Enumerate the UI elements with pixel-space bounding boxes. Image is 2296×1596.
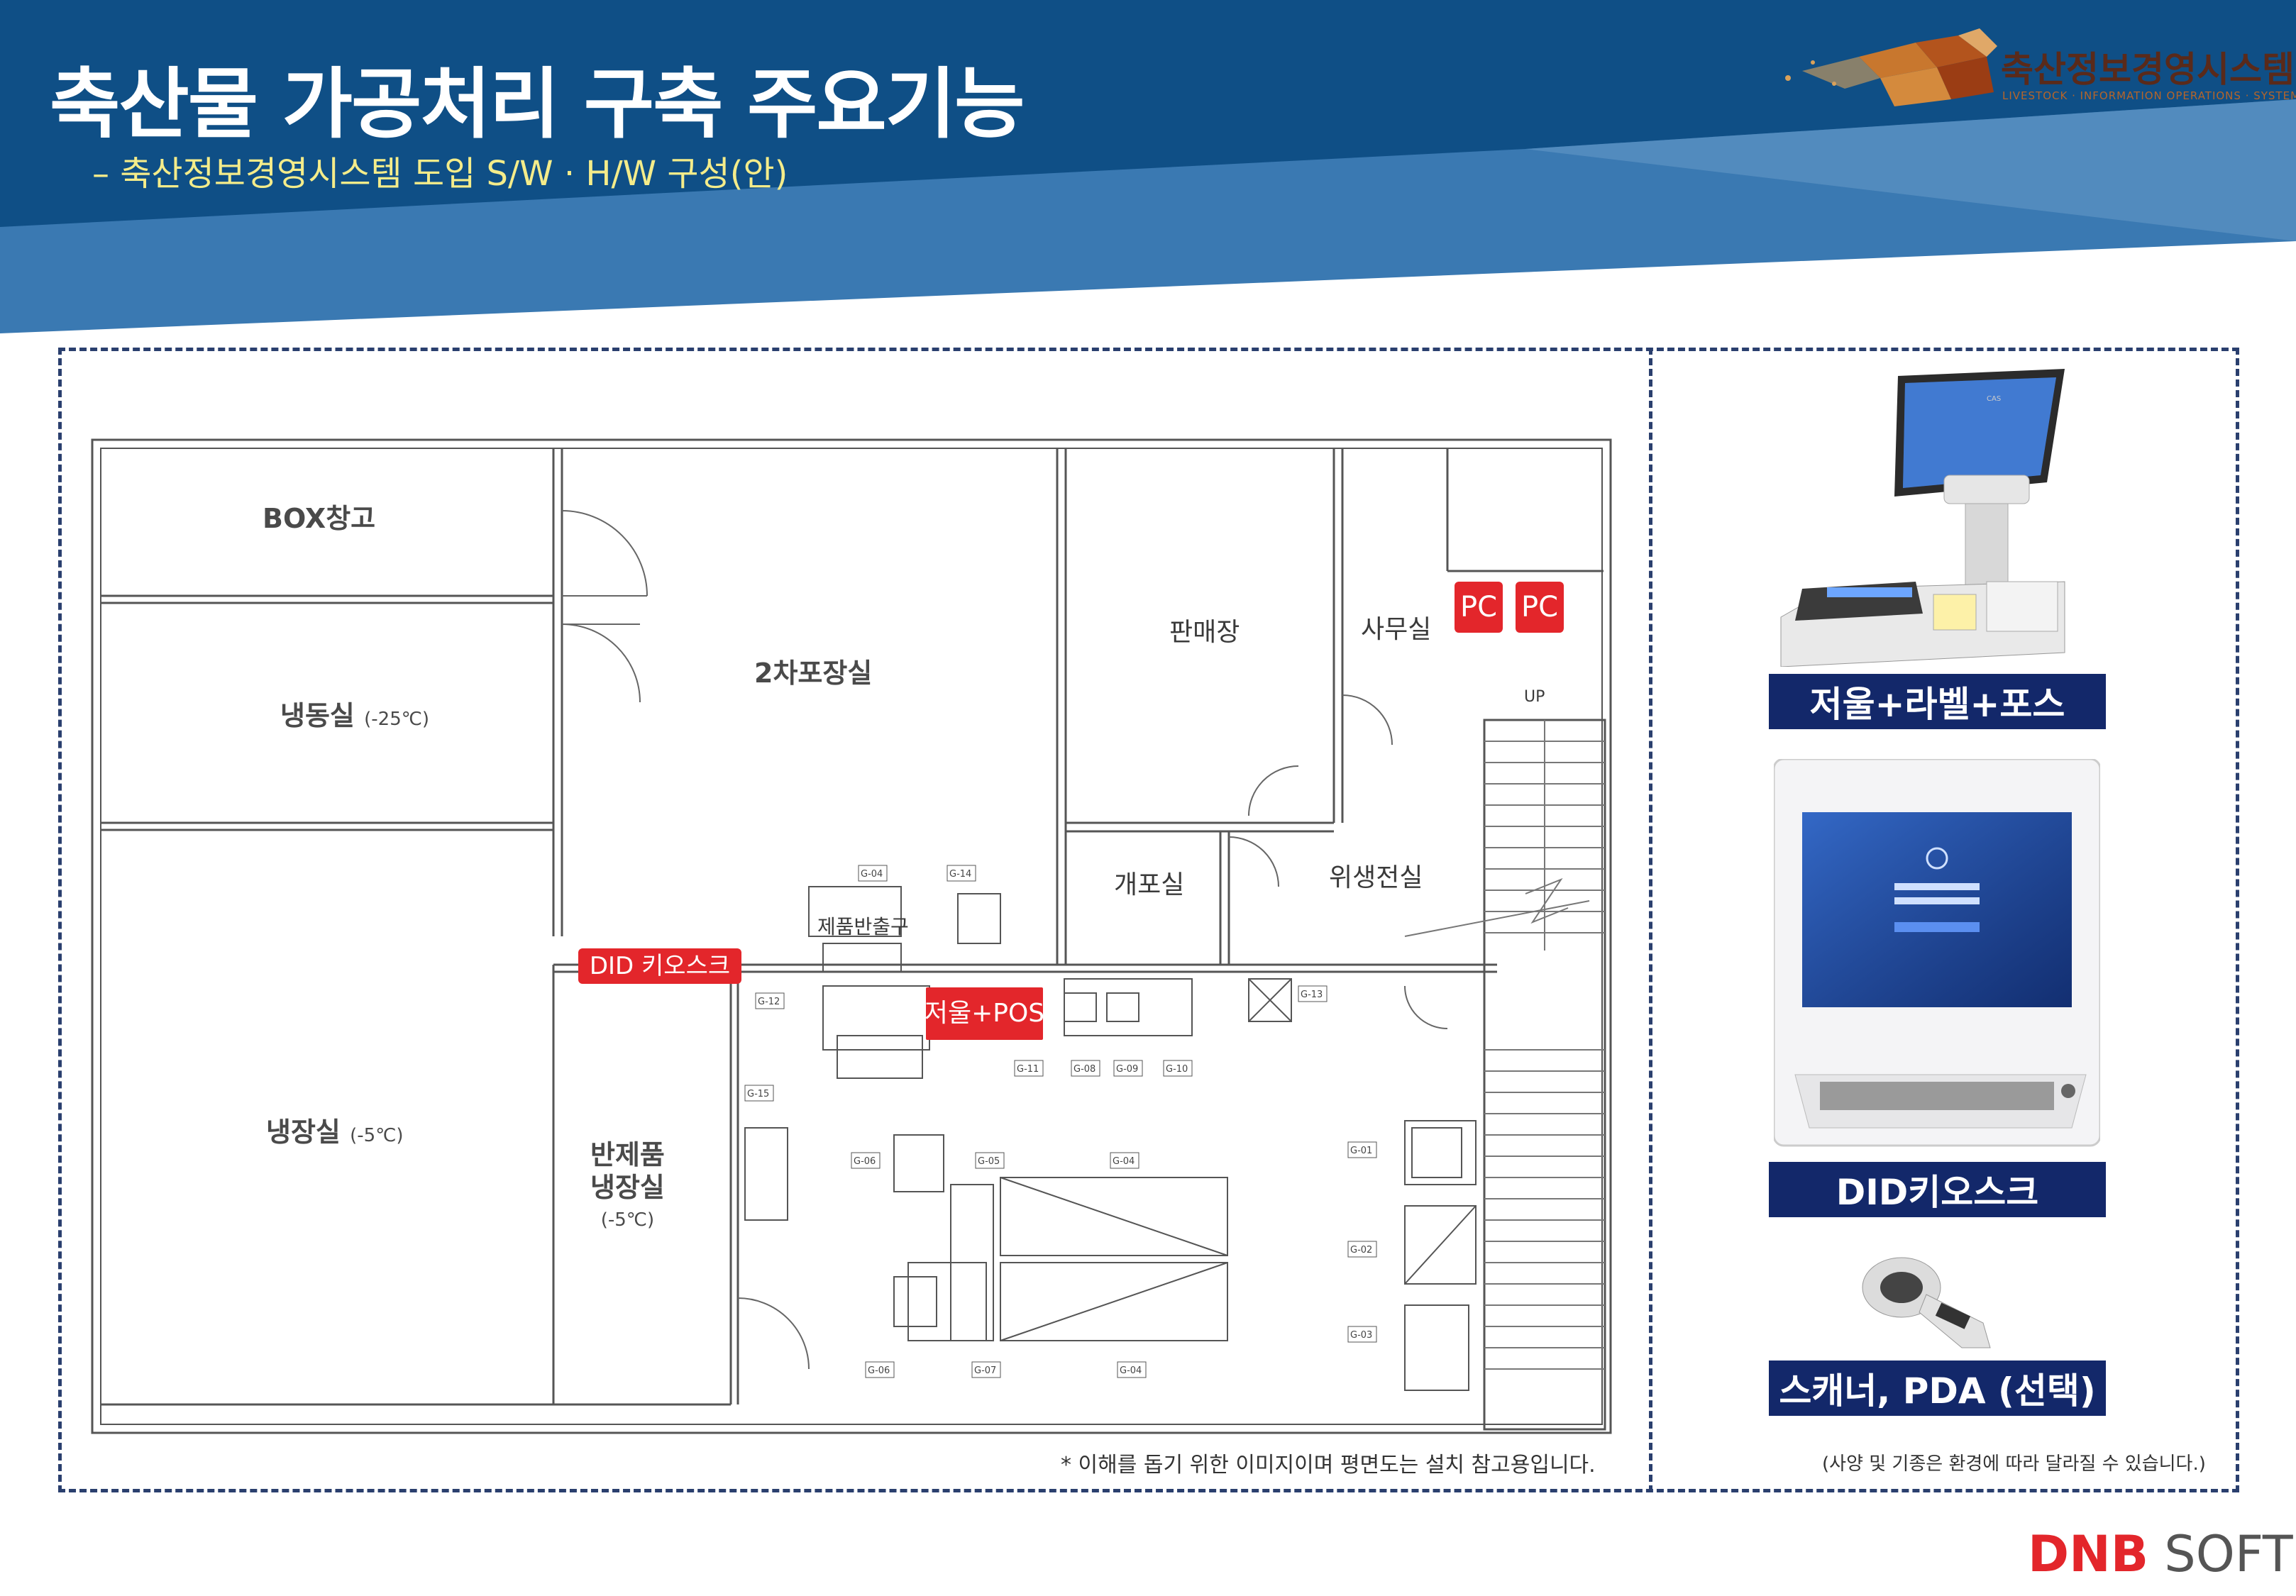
svg-text:G-04: G-04 [861,869,883,880]
room-cold-storage-temp: (-5℃) [350,1125,404,1146]
page-title: 축산물 가공처리 구축 주요기능 [50,60,1025,149]
svg-text:G-05: G-05 [978,1156,1000,1167]
content-frame [58,348,2239,1492]
svg-text:G-14: G-14 [949,869,971,880]
company-logo-light: SOFT [2148,1525,2293,1583]
svg-text:G-04: G-04 [1113,1156,1135,1167]
svg-text:G-10: G-10 [1166,1064,1188,1075]
svg-text:G-12: G-12 [758,997,780,1007]
brand-tagline: LIVESTOCK · INFORMATION OPERATIONS · SYS… [2002,89,2296,102]
room-sales-floor: 판매장 [1169,618,1240,647]
svg-text:G-06: G-06 [854,1156,876,1167]
svg-text:G-04: G-04 [1120,1365,1142,1376]
spec-note: (사양 및 기종은 환경에 따라 달라질 수 있습니다.) [1822,1453,2206,1475]
frame-divider [1649,348,1652,1492]
svg-text:G-03: G-03 [1350,1330,1372,1341]
svg-text:G-07: G-07 [974,1365,996,1376]
room-box-storage: BOX창고 [263,503,376,534]
scale-brand-text: CAS [1987,395,2001,403]
did-kiosk-tag: DID 키오스크 [578,948,741,984]
header-banner [0,0,2296,333]
svg-text:G-06: G-06 [868,1365,890,1376]
room-semi-product-line2: 냉장실 [590,1172,665,1203]
floorplan-note: * 이해를 돕기 위한 이미지이며 평면도는 설치 참고용입니다. [1061,1453,1596,1478]
svg-text:G-01: G-01 [1350,1146,1372,1156]
svg-text:G-13: G-13 [1301,990,1323,1000]
lion-logo-icon [1785,28,1997,106]
room-unpacking: 개포실 [1114,870,1185,899]
scale-pos-label: 저울+라벨+포스 [1769,674,2106,729]
scanner-image [1862,1257,1991,1348]
stairs-up-label: UP [1524,688,1545,706]
company-logo-bold: DNB [2028,1525,2149,1583]
room-cold-storage: 냉장실 (-5℃) [266,1110,404,1149]
company-logo: DNB SOFT [2028,1525,2293,1583]
svg-text:G-15: G-15 [747,1089,769,1099]
did-kiosk-image [1774,759,2100,1147]
room-semi-product-line1: 반제품 [590,1139,665,1170]
svg-text:G-08: G-08 [1074,1064,1095,1075]
scale-pos-image: CAS [1780,369,2065,667]
room-semi-product-temp: (-5℃) [600,1209,655,1231]
svg-text:G-09: G-09 [1116,1064,1138,1075]
room-freezer-name: 냉동실 [280,700,355,731]
room-hygiene: 위생전실 [1329,863,1423,892]
floor-plan: G-04 G-14 G-12 G-11 G-08 G-09 G-10 G-13 … [91,438,1612,1434]
room-cold-storage-name: 냉장실 [266,1116,341,1148]
scanner-pda-label: 스캐너, PDA (선택) [1769,1361,2106,1416]
brand-logo: 축산정보경영시스템 LIVESTOCK · INFORMATION OPERAT… [1774,28,2296,113]
pc-tag-1: PC [1455,582,1503,633]
svg-text:G-02: G-02 [1350,1245,1372,1256]
brand-name: 축산정보경영시스템 [2001,49,2295,90]
did-kiosk-label: DID키오스크 [1769,1162,2106,1217]
room-office: 사무실 [1361,615,1432,644]
scale-pos-tag: 저울+POS [925,987,1044,1040]
room-product-outbound: 제품반출구 [817,915,909,938]
room-freezer-temp: (-25℃) [364,709,430,730]
pc-tag-2: PC [1516,582,1564,633]
room-freezer: 냉동실 (-25℃) [280,694,429,733]
svg-text:G-11: G-11 [1017,1064,1039,1075]
page-subtitle: – 축산정보경영시스템 도입 S/W · H/W 구성(안) [92,154,788,194]
room-semi-product: 반제품 냉장실 (-5℃) [590,1138,665,1236]
room-packing: 2차포장실 [754,658,873,689]
